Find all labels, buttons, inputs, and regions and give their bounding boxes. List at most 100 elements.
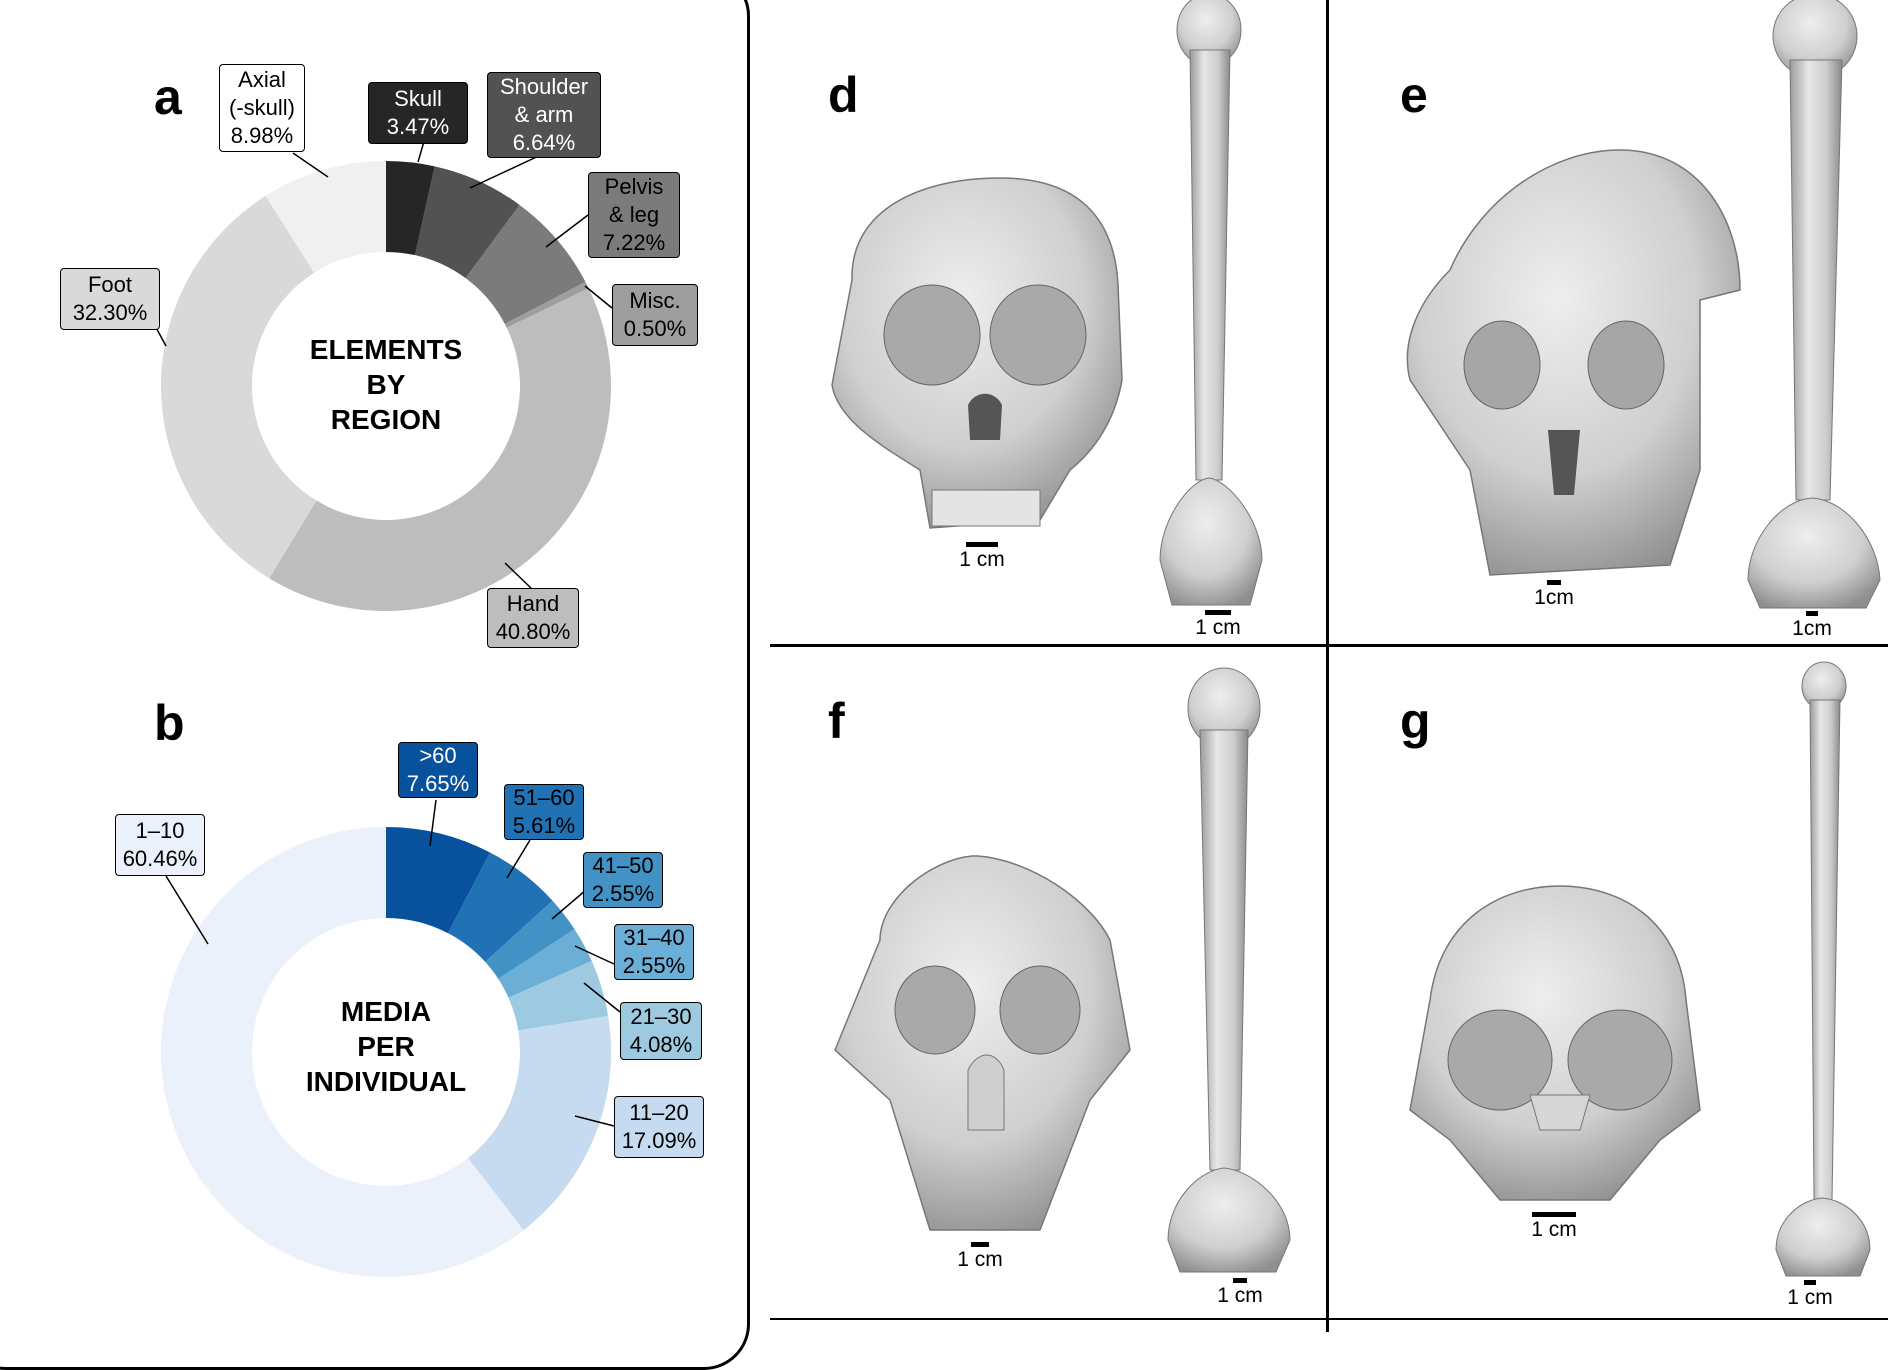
panel-letter-b: b [154,695,185,751]
panel-divider-vertical [1326,0,1329,1332]
skull-d-rendering [831,177,1123,529]
label-1-10-name: 1–10 [135,818,185,843]
label-41-50: 41–50 2.55% [583,852,663,908]
label-21-30: 21–30 4.08% [620,1002,702,1060]
donut-slice-5 [508,960,609,1031]
label-shoulder-line1: Shoulder [499,74,589,99]
label-41-50-name: 41–50 [592,853,654,878]
donut-slice-1 [386,827,491,934]
scale-bar-g-skull: 1 cm [1522,1212,1586,1241]
donut-slice-4 [504,281,589,328]
label-hand-value: 40.80% [495,619,571,644]
scale-bar-e-humerus-label: 1cm [1792,617,1832,640]
label-pelvis-line2: & leg [608,202,660,227]
scale-bar-e-humerus: 1cm [1784,611,1840,640]
panel-letter-a: a [154,69,182,125]
label-51-60: 51–60 5.61% [504,784,584,840]
label-pelvis-value: 7.22% [602,230,666,255]
leader-line-11-20 [574,1115,615,1127]
panel-letter-g: g [1400,693,1431,749]
scale-bar-g-skull-label: 1 cm [1531,1218,1577,1241]
label-skull: Skull 3.47% [368,82,468,144]
label-31-40-name: 31–40 [623,925,685,950]
label-pelvis-leg: Pelvis & leg 7.22% [588,172,680,258]
donut-chart-elements-by-region [152,137,613,612]
label-axial-line2: (-skull) [229,95,295,120]
label-shoulder-arm: Shoulder & arm 6.64% [487,72,601,158]
leader-line-misc [584,285,613,309]
donut-slice-6 [160,195,317,579]
scale-bar-g-humerus: 1 cm [1780,1280,1840,1309]
skull-f-rendering [834,855,1131,1231]
scale-bar-d-skull-label: 1 cm [959,548,1005,571]
humerus-e-rendering [1747,0,1881,609]
donut-b-center-label: MEDIA PER INDIVIDUAL [305,996,467,1097]
label-51-60-name: 51–60 [513,785,575,810]
leader-line-21-30 [583,982,621,1013]
label-foot: Foot 32.30% [60,268,160,330]
label-misc: Misc. 0.50% [612,284,698,346]
scale-bar-f-skull: 1 cm [950,1242,1010,1271]
donut-slice-2 [447,852,553,962]
label-skull-value: 3.47% [386,114,450,139]
panel-divider-horizontal-middle [770,644,1888,647]
leader-line-41-50 [551,889,587,920]
humerus-g-rendering [1775,661,1871,1277]
label-hand: Hand 40.80% [487,588,579,648]
label-hand-name: Hand [506,591,560,616]
scale-bar-g-humerus-label: 1 cm [1787,1286,1833,1309]
scale-bar-d-humerus: 1 cm [1188,610,1248,639]
label-11-20: 11–20 17.09% [614,1096,704,1158]
humerus-d-rendering [1159,0,1263,606]
label-31-40-value: 2.55% [622,953,686,978]
label-axial-line1: Axial [238,67,286,92]
leader-line-pelvis [545,214,589,248]
scale-bar-e-skull-label: 1cm [1534,586,1574,609]
skull-g-rendering [1409,885,1701,1201]
donut-slice-3 [485,900,575,979]
label-shoulder-value: 6.64% [512,130,576,155]
donut-slice-5 [269,288,612,612]
scale-bar-f-humerus-label: 1 cm [1217,1284,1263,1307]
label-gt60-name: >60 [419,743,457,768]
label-11-20-value: 17.09% [621,1128,697,1153]
leader-line-gt60 [429,799,437,847]
label-misc-value: 0.50% [623,316,687,341]
donut-a-center-label: ELEMENTS BY REGION [309,334,463,435]
donut-slice-6 [467,1015,611,1231]
scale-bar-e-skull: 1cm [1526,580,1582,609]
label-pelvis-line1: Pelvis [604,174,664,199]
donut-slice-4 [498,929,592,998]
humerus-f-rendering [1167,667,1291,1273]
label-1-10-value: 60.46% [122,846,198,871]
leader-line-1-10 [165,875,209,945]
label-shoulder-line2: & arm [514,102,574,127]
label-misc-name: Misc. [629,288,681,313]
scale-bar-f-skull-label: 1 cm [957,1248,1003,1271]
label-1-10: 1–10 60.46% [115,814,205,876]
scale-bar-d-humerus-label: 1 cm [1195,616,1241,639]
label-11-20-name: 11–20 [629,1100,689,1125]
donut-slice-7 [160,827,524,1278]
donut-slice-1 [386,161,435,256]
leader-line-hand [504,562,533,590]
leader-line-shoulder [469,152,546,189]
label-skull-name: Skull [394,86,442,111]
leader-line-51-60 [506,839,531,879]
panel-letter-f: f [828,693,845,749]
label-gt60: >60 7.65% [398,742,478,798]
donut-slice-2 [415,166,520,279]
donut-chart-media-per-individual [160,799,621,1278]
specimen-renderings [831,0,1881,1277]
label-foot-name: Foot [87,272,133,297]
label-41-50-value: 2.55% [591,881,655,906]
label-21-30-value: 4.08% [629,1032,693,1057]
label-gt60-value: 7.65% [406,771,470,796]
donut-slice-7 [265,161,386,273]
leader-line-axial [292,152,329,178]
skull-e-rendering [1406,149,1741,576]
panel-divider-horizontal-bottom [770,1318,1888,1320]
scale-bar-d-skull: 1 cm [952,542,1012,571]
scale-bar-f-humerus: 1 cm [1210,1278,1270,1307]
panel-letter-d: d [828,67,859,123]
